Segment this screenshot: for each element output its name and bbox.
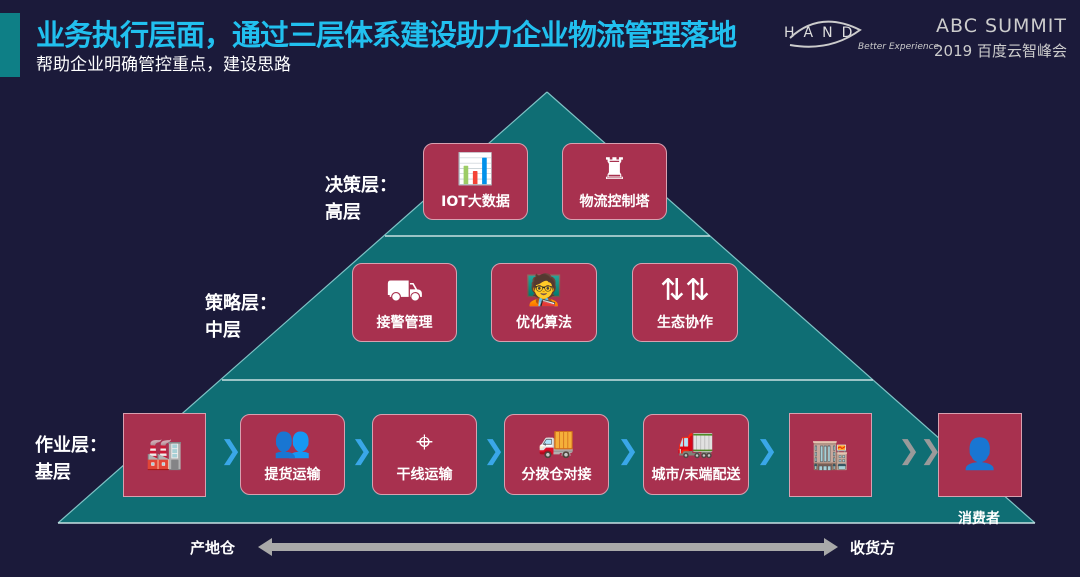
warehouse-card[interactable]: 🏬 <box>789 413 872 497</box>
accent-bar <box>0 13 20 77</box>
alarm-management-card[interactable]: ⛟接警管理 <box>352 263 457 342</box>
trunk-transport-card[interactable]: ⌖干线运输 <box>372 414 477 495</box>
consumer-label: 消费者 <box>958 511 1000 527</box>
event-logo: ABC SUMMIT <box>936 15 1067 37</box>
event-subtitle: 2019 百度云智峰会 <box>934 42 1067 60</box>
layer-label-bottom: 作业层：基层 <box>35 435 107 483</box>
chevron-right-icon: ❯ <box>756 436 778 466</box>
bar-chart-icon: 📊 <box>456 151 495 187</box>
movers-icon: 👥 <box>273 424 312 460</box>
chevron-right-icon: ❯ <box>351 436 373 466</box>
layer-label-middle: 策略层：中层 <box>205 293 277 341</box>
last-mile-delivery-card[interactable]: 🚛城市/末端配送 <box>643 414 749 495</box>
warehouse-icon: 🏬 <box>811 437 850 472</box>
person-icon: 👤 <box>961 437 999 472</box>
consumer-card[interactable]: 👤 <box>938 413 1022 497</box>
receiver-label: 收货方 <box>850 539 896 557</box>
factory-card[interactable]: 🏭 <box>123 413 206 497</box>
control-tower-card[interactable]: ♜物流控制塔 <box>562 143 667 220</box>
ecosystem-collaboration-card[interactable]: ⇅⇅生态协作 <box>632 263 738 342</box>
double-arrow <box>258 538 838 556</box>
chevron-right-icon: ❯ <box>220 436 242 466</box>
arrows-icon: ⇅⇅ <box>659 272 711 308</box>
control-tower-icon: ♜ <box>601 151 628 187</box>
factory-icon: 🏭 <box>145 437 184 472</box>
presenter-icon: 🧑‍🏫 <box>525 272 563 308</box>
iot-big-data-card[interactable]: 📊IOT大数据 <box>423 143 528 220</box>
truck-icon: ⛟ <box>385 272 424 308</box>
chevron-right-icon: ❯ <box>617 436 639 466</box>
distribution-warehouse-card[interactable]: 🚚分拨仓对接 <box>504 414 609 495</box>
hand-tagline: Better Experience <box>858 42 940 52</box>
hand-swoosh <box>789 20 862 48</box>
delivery-truck-icon: 🚛 <box>677 424 715 460</box>
optimization-algorithm-card[interactable]: 🧑‍🏫优化算法 <box>491 263 597 342</box>
chevron-right-icon: ❯ <box>483 436 505 466</box>
pickup-transport-card[interactable]: 👥提货运输 <box>240 414 345 495</box>
origin-label: 产地仓 <box>190 539 236 557</box>
page-subtitle: 帮助企业明确管控重点，建设思路 <box>36 55 291 75</box>
double-chevron-icon: ❯❯ <box>898 436 942 466</box>
layer-label-top: 决策层：高层 <box>325 175 397 223</box>
page-title: 业务执行层面，通过三层体系建设助力企业物流管理落地 <box>36 18 737 52</box>
dump-truck-icon: 🚚 <box>537 424 576 460</box>
route-icon: ⌖ <box>416 424 433 460</box>
